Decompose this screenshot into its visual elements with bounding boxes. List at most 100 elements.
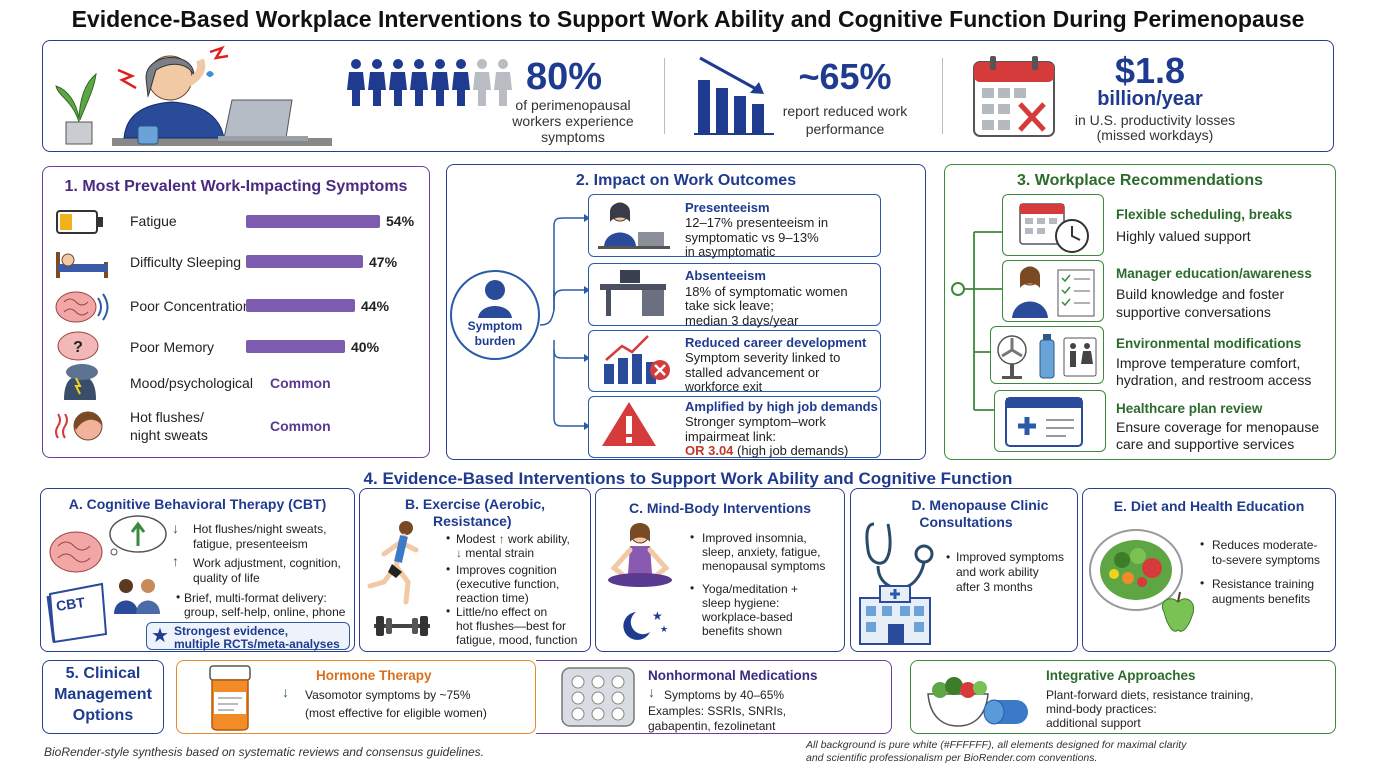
- exercise-b1: Modest ↑ work ability,: [456, 532, 570, 547]
- cbt-bullet-icon: •: [176, 590, 181, 604]
- stat-65-value: ~65%: [798, 56, 892, 97]
- job-demands-line-1: Stronger symptom–work: [685, 414, 826, 429]
- clinic-b1-line-3: after 3 months: [956, 580, 1033, 594]
- symptom-value-fatigue: 54%: [386, 213, 415, 229]
- person-figure-icon: [494, 59, 512, 106]
- absenteeism-line-2: take sick leave;: [685, 298, 774, 313]
- mindbody-title: C. Mind-Body Interventions: [629, 500, 811, 516]
- salad-apple-icon: [1089, 529, 1194, 632]
- divider-1: [664, 58, 665, 134]
- exercise-up-arrow-icon: ↑: [498, 532, 505, 546]
- presenteeism-line-3: in asymptomatic: [685, 245, 776, 259]
- symptom-burden-label: Symptom: [467, 319, 523, 333]
- career-title: Reduced career development: [685, 335, 867, 350]
- absenteeism-line-3: median 3 days/year: [685, 313, 799, 328]
- rec-healthcare-line-2: care and supportive services: [1116, 436, 1295, 452]
- symptom-value-concentration: 44%: [361, 298, 390, 314]
- recs-connectors: [951, 231, 1002, 411]
- woman-laptop-icon: [598, 202, 670, 249]
- mindbody-b1-line-1: Improved insomnia,: [702, 531, 807, 545]
- rec-scheduling-line-1: Highly valued support: [1116, 228, 1251, 244]
- job-demands-or: OR 3.04 (high job demands): [685, 443, 848, 458]
- cbt-b1-line-2: fatigue, presenteeism: [193, 537, 308, 551]
- diet-b2-line-1: Resistance training: [1212, 577, 1315, 591]
- person-icon: [478, 280, 512, 318]
- runner-dumbbell-icon: [367, 521, 430, 636]
- nonhormonal-down-arrow-icon: ↓: [648, 684, 655, 700]
- job-demands-title: Amplified by high job demands: [685, 399, 878, 414]
- clinical-title-3: Options: [72, 707, 134, 724]
- presenteeism-line-1: 12–17% presenteeism in: [685, 215, 829, 230]
- stressed-woman-illustration: [55, 45, 332, 146]
- clinic-title-1: D. Menopause Clinic: [911, 497, 1049, 513]
- pill-blister-icon: [561, 667, 635, 727]
- rec-healthcare-title: Healthcare plan review: [1116, 401, 1263, 416]
- person-figure-icon: [368, 59, 386, 106]
- integrative-title: Integrative Approaches: [1046, 668, 1196, 683]
- diet-b1-line-2: to-severe symptoms: [1212, 553, 1321, 567]
- symptom-label-fatigue: Fatigue: [130, 213, 177, 229]
- presenteeism-line-2: symptomatic vs 9–13%: [685, 230, 819, 245]
- hormone-title: Hormone Therapy: [316, 668, 432, 683]
- exercise-b1-a: Modest: [456, 532, 496, 546]
- exercise-b2-line-2: (executive function,: [456, 577, 560, 591]
- footer-left: BioRender-style synthesis based on syste…: [44, 745, 485, 759]
- svg-text:?: ?: [73, 339, 83, 356]
- fan-water-restroom-icon: [997, 334, 1097, 379]
- stat-80-desc: of perimenopausal workers experience sym…: [512, 97, 634, 145]
- exercise-b2-line-3: reaction time): [456, 591, 529, 605]
- presenteeism-title: Presenteeism: [685, 200, 770, 215]
- empty-desk-icon: [600, 270, 666, 316]
- footer-right-1: All background is pure white (#FFFFFF), …: [806, 739, 1187, 751]
- clinical-title-1: 5. Clinical: [65, 665, 141, 682]
- symptom-label-hotflush-2: night sweats: [130, 427, 208, 443]
- mindbody-bullet-1: •: [690, 530, 695, 544]
- career-line-3: workforce exit: [685, 380, 763, 394]
- impact-connectors: [539, 214, 590, 430]
- clinic-b1-line-1: Improved symptoms: [956, 550, 1065, 564]
- stat-80-value: 80%: [525, 56, 603, 98]
- cbt-up-arrow-icon: ↑: [172, 553, 179, 569]
- symptom-burden-label-2: burden: [474, 334, 516, 348]
- cbt-b2-line-1: Work adjustment, cognition,: [193, 556, 341, 570]
- person-figure-icon: [410, 59, 428, 106]
- rec-manager-line-2: supportive conversations: [1116, 304, 1271, 320]
- person-figure-icon: [431, 59, 449, 106]
- bed-icon: [56, 252, 108, 278]
- symptom-label-hotflush: Hot flushes/: [130, 409, 204, 425]
- absenteeism-line-1: 18% of symptomatic women: [685, 284, 848, 299]
- diet-bullet-2: •: [1200, 576, 1205, 590]
- warning-icon: [602, 402, 656, 446]
- exercise-b3-line-1: Little/no effect on: [456, 605, 548, 619]
- nonhormonal-line-1: Symptoms by 40–65%: [664, 688, 785, 702]
- exercise-title-1: B. Exercise (Aerobic,: [404, 496, 546, 512]
- odds-ratio-suffix: (high job demands): [733, 443, 849, 458]
- exercise-b1-b: work ability,: [504, 532, 570, 546]
- symptom-label-memory: Poor Memory: [130, 339, 215, 355]
- absenteeism-title: Absenteeism: [685, 268, 766, 283]
- symptoms-title: 1. Most Prevalent Work-Impacting Symptom…: [64, 178, 408, 195]
- integrative-line-1: Plant-forward diets, resistance training…: [1046, 688, 1254, 702]
- cbt-down-arrow-icon: ↓: [172, 520, 179, 536]
- rec-manager-line-1: Build knowledge and foster: [1116, 286, 1285, 302]
- healthcare-card-icon: [1005, 397, 1083, 447]
- storm-head-icon: [64, 364, 98, 400]
- diet-title: E. Diet and Health Education: [1113, 498, 1305, 514]
- symptom-label-concentration: Poor Concentration: [130, 298, 251, 314]
- declining-career-icon: [604, 335, 670, 384]
- person-figure-icon: [389, 59, 407, 106]
- exercise-title-2: Resistance): [433, 513, 512, 529]
- exercise-b3-line-3: fatigue, mood, function: [456, 633, 578, 647]
- calendar-clock-icon: [1019, 203, 1089, 253]
- symptom-bar-concentration: [246, 299, 355, 312]
- rec-manager-title: Manager education/awareness: [1116, 266, 1312, 281]
- symptom-value-sleeping: 47%: [369, 254, 398, 270]
- clinic-title-2: Consultations: [919, 514, 1013, 530]
- calendar-x-icon: [973, 56, 1055, 137]
- mindbody-b2-line-1: Yoga/meditation +: [702, 582, 798, 596]
- brain-question-icon: ?: [57, 331, 99, 361]
- cbt-evidence-line-1: Strongest evidence,: [174, 624, 289, 638]
- cbt-b2-line-2: quality of life: [193, 571, 260, 585]
- star-icon: ★: [151, 625, 169, 647]
- exercise-down-arrow-icon: ↓: [456, 546, 462, 560]
